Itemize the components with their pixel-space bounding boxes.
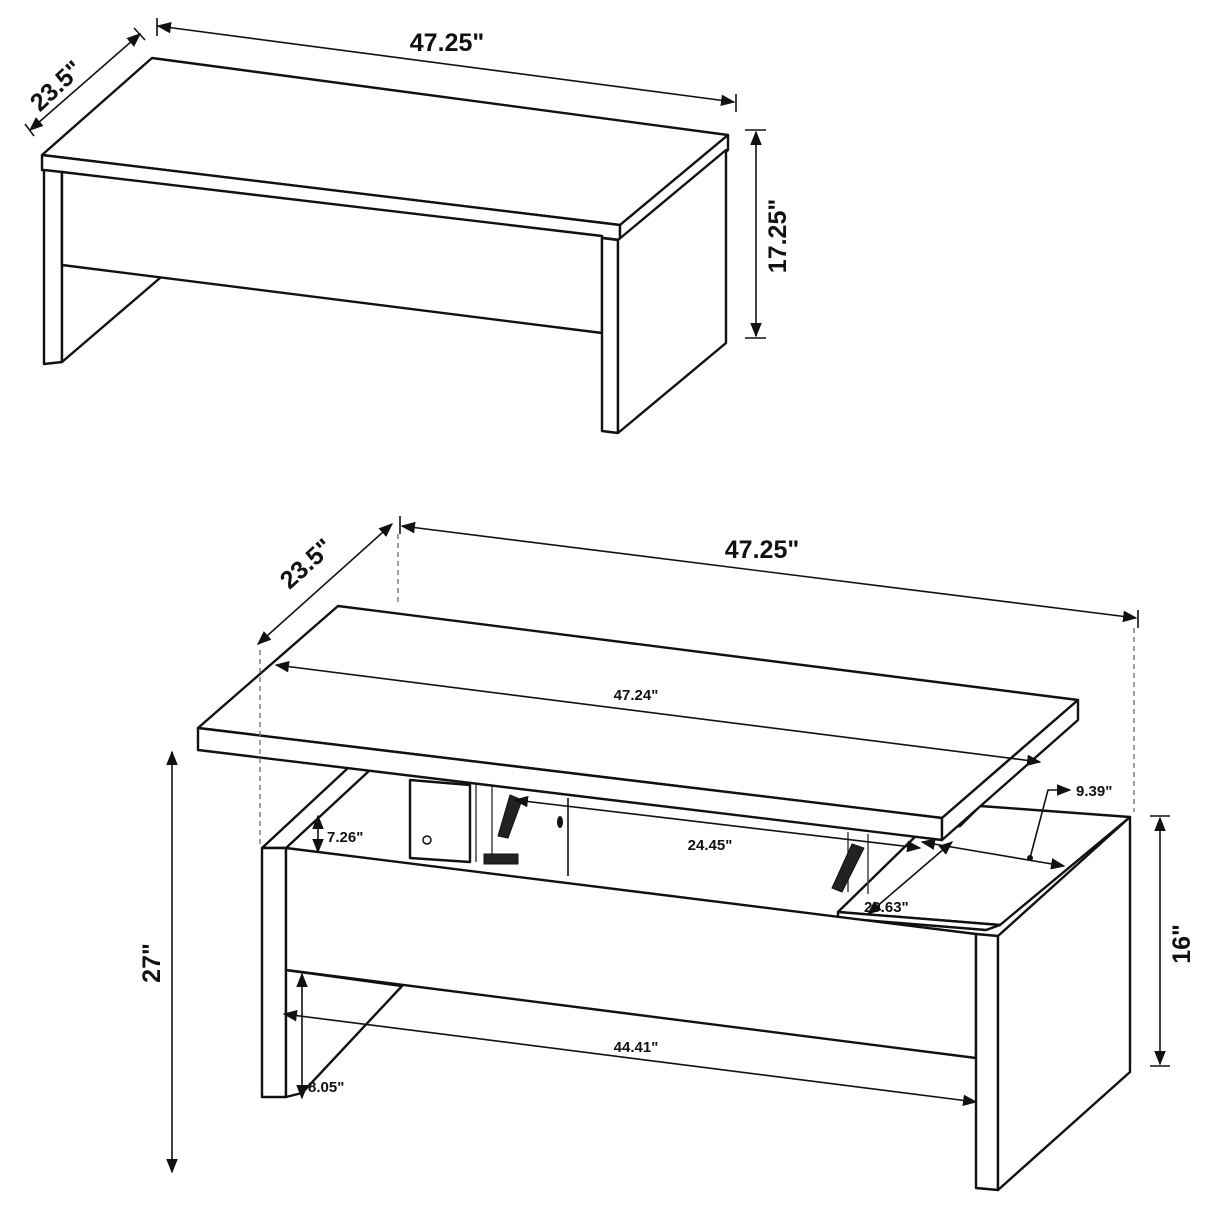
top-length-label: 47.24" — [614, 687, 659, 704]
open-depth-label: 23.5" — [275, 533, 339, 594]
closed-right-panel-side — [616, 148, 728, 435]
closed-depth-tick-a — [24, 123, 35, 137]
mech-left-base — [483, 853, 519, 865]
mech-left-arm — [497, 794, 523, 839]
closed-height-label: 17.25" — [764, 199, 792, 273]
closed-top-side-edge — [618, 133, 730, 242]
side-opening-label: 9.39" — [1076, 783, 1112, 800]
raised-height-label: 27" — [138, 943, 166, 983]
inner-depth-dim-line — [866, 841, 954, 915]
open-right-panel-front — [974, 932, 1000, 1192]
screw-icon — [422, 835, 432, 845]
mechanism-span-dim-line — [513, 795, 922, 853]
side-opening-leader — [1029, 784, 1072, 859]
open-left-panel-side — [284, 968, 404, 1099]
mount-hole-icon — [557, 816, 563, 828]
open-right-panel-side — [996, 815, 1132, 1192]
compartment-depth-label: 7.26" — [327, 829, 363, 846]
open-apron-top-line — [285, 847, 977, 935]
closed-table — [40, 56, 730, 435]
closed-width-label: 47.25" — [410, 29, 484, 57]
closed-right-panel-front — [600, 236, 620, 435]
clearance-label: 8.05" — [308, 1079, 344, 1096]
closed-width-dim-line — [156, 21, 736, 107]
inner-depth-label: 20.63" — [864, 899, 909, 916]
side-height-label: 16" — [1168, 924, 1196, 964]
open-left-panel-front — [260, 846, 288, 1099]
open-table — [196, 604, 1132, 1192]
mechanism-span-label: 24.45" — [688, 837, 733, 854]
open-width-label: 47.25" — [725, 536, 799, 564]
open-guide-lines — [259, 534, 1135, 846]
closed-depth-tick-b — [133, 27, 146, 41]
closed-left-panel — [42, 168, 64, 366]
closed-dimensions: 23.5" 47.25" 17.25" — [24, 18, 792, 339]
open-depth-dim-line — [256, 523, 394, 645]
leg-span-label: 44.41" — [614, 1039, 659, 1056]
leg-span-dim-line — [282, 1009, 978, 1107]
open-inner-back-divider — [408, 778, 472, 864]
top-length-dim-line — [274, 660, 1042, 767]
open-width-dim-line — [400, 521, 1138, 623]
closed-depth-dim-line — [28, 33, 142, 131]
